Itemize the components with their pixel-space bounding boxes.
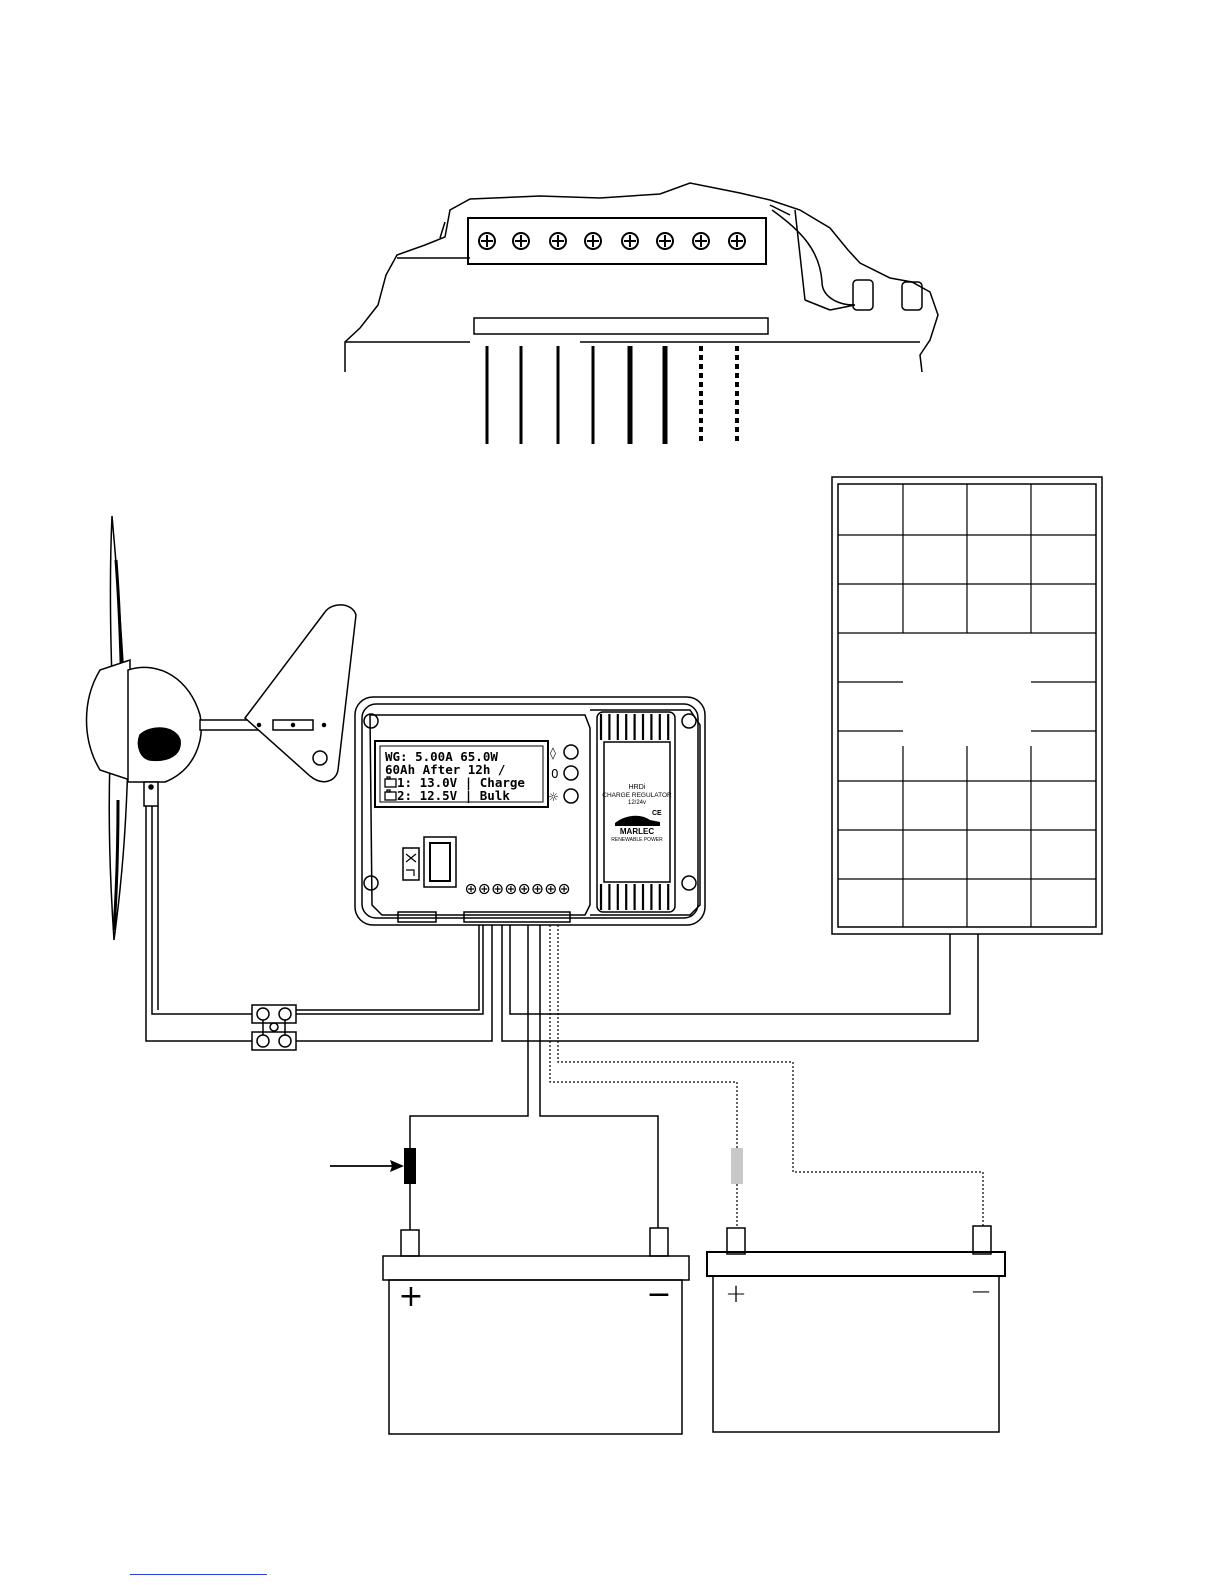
battery1-lid bbox=[383, 1256, 689, 1280]
controller-screw-5 bbox=[520, 885, 529, 894]
mount-hole-tr bbox=[682, 714, 696, 728]
label-name: CHARGE REGULATOR bbox=[602, 792, 672, 799]
label-ce: CE bbox=[652, 810, 662, 817]
terminal-screw-3 bbox=[550, 233, 566, 249]
solar-cell-grid bbox=[838, 484, 1096, 927]
battery2-plus-sign: + bbox=[725, 1279, 747, 1309]
battery-icon-2 bbox=[385, 790, 396, 800]
switch-symbol-box bbox=[403, 848, 419, 880]
terminal-screw-8 bbox=[729, 233, 745, 249]
connector-block-top bbox=[252, 1005, 296, 1023]
controller-screw-7 bbox=[546, 885, 555, 894]
wind-turbine bbox=[87, 516, 357, 940]
battery1-terminal-neg bbox=[650, 1228, 668, 1256]
battery-icon-1 bbox=[385, 777, 396, 787]
terminal-screw-1 bbox=[479, 233, 495, 249]
button-light-icon: ☼ bbox=[548, 790, 559, 804]
fuse-battery2 bbox=[731, 1148, 743, 1184]
label-voltage: 12/24v bbox=[628, 800, 646, 806]
fuse-slot bbox=[398, 912, 436, 922]
wind-feed-neg bbox=[296, 925, 492, 1041]
controller-screw-4 bbox=[506, 885, 515, 894]
terminal-screw-5 bbox=[622, 233, 638, 249]
button-zero[interactable] bbox=[564, 766, 578, 780]
battery-2 bbox=[707, 1226, 1005, 1432]
label-brand: MARLEC bbox=[620, 827, 654, 836]
terminal-screw-2 bbox=[513, 233, 529, 249]
wiring bbox=[146, 806, 983, 1230]
battery-1 bbox=[383, 1228, 689, 1434]
nacelle-window bbox=[138, 728, 180, 760]
battery1-minus-sign: − bbox=[646, 1277, 671, 1312]
label-model: HRDi bbox=[629, 784, 646, 791]
terminal-closeup bbox=[345, 183, 938, 372]
controller-screw-8 bbox=[560, 885, 569, 894]
battery1-plus-sign: + bbox=[398, 1279, 423, 1314]
turbine-hub bbox=[87, 660, 131, 780]
fuse-battery1 bbox=[404, 1148, 416, 1184]
controller-outline-closeup bbox=[345, 183, 938, 372]
button-up-icon: ◊ bbox=[550, 746, 556, 760]
solar-feed-pos bbox=[510, 925, 950, 1014]
controller-screw-6 bbox=[533, 885, 542, 894]
turbine-cable-c bbox=[146, 806, 252, 1041]
solar-panel bbox=[832, 477, 1102, 934]
switch-housing bbox=[424, 837, 456, 887]
case-inner-curve bbox=[772, 210, 855, 305]
battery1-body bbox=[389, 1280, 682, 1434]
solar-feed-neg bbox=[502, 925, 978, 1041]
connector-block-bottom bbox=[252, 1032, 296, 1050]
wind-feed-pos bbox=[296, 925, 483, 1014]
terminal-screw-6 bbox=[657, 233, 673, 249]
battery1-terminal-pos bbox=[401, 1230, 419, 1256]
cable-gland-strip bbox=[464, 912, 570, 922]
battery2-body bbox=[713, 1276, 999, 1432]
controller-screw-2 bbox=[480, 885, 489, 894]
battery2-terminal-pos bbox=[727, 1228, 745, 1254]
tail-fin bbox=[245, 605, 356, 782]
lcd-line-4: 2: 12.5V | Bulk bbox=[397, 788, 510, 803]
button-zero-icon: 0 bbox=[551, 767, 559, 781]
battery2-minus-sign: − bbox=[970, 1277, 992, 1307]
controller-left-panel bbox=[370, 715, 590, 915]
switch-symbol bbox=[406, 854, 416, 876]
terminal-screw-4 bbox=[585, 233, 601, 249]
cable-entry-strip bbox=[474, 318, 768, 334]
controller-screw-1 bbox=[467, 885, 476, 894]
battery2-lid bbox=[707, 1252, 1005, 1276]
wind-feed-inner bbox=[296, 925, 479, 1010]
controller-screw-3 bbox=[493, 885, 502, 894]
mount-hole-br bbox=[682, 876, 696, 890]
terminal-wires-closeup bbox=[487, 346, 737, 444]
battery2-feed-pos bbox=[550, 925, 737, 1148]
rocker-switch[interactable] bbox=[430, 843, 450, 881]
turbine-nacelle bbox=[128, 667, 201, 782]
battery2-feed-neg bbox=[558, 925, 983, 1228]
battery2-terminal-neg bbox=[973, 1226, 991, 1254]
footer-link-underline[interactable] bbox=[130, 1574, 267, 1575]
controller-terminal-screws bbox=[467, 885, 569, 894]
button-light[interactable] bbox=[564, 789, 578, 803]
knob-1 bbox=[853, 280, 873, 310]
button-up[interactable] bbox=[564, 745, 578, 759]
mount-hole-tl bbox=[364, 714, 378, 728]
label-tagline: RENEWABLE POWER bbox=[611, 837, 663, 843]
turbine-cable-a bbox=[152, 806, 252, 1014]
terminal-screws-closeup bbox=[479, 233, 745, 249]
terminal-screw-7 bbox=[693, 233, 709, 249]
